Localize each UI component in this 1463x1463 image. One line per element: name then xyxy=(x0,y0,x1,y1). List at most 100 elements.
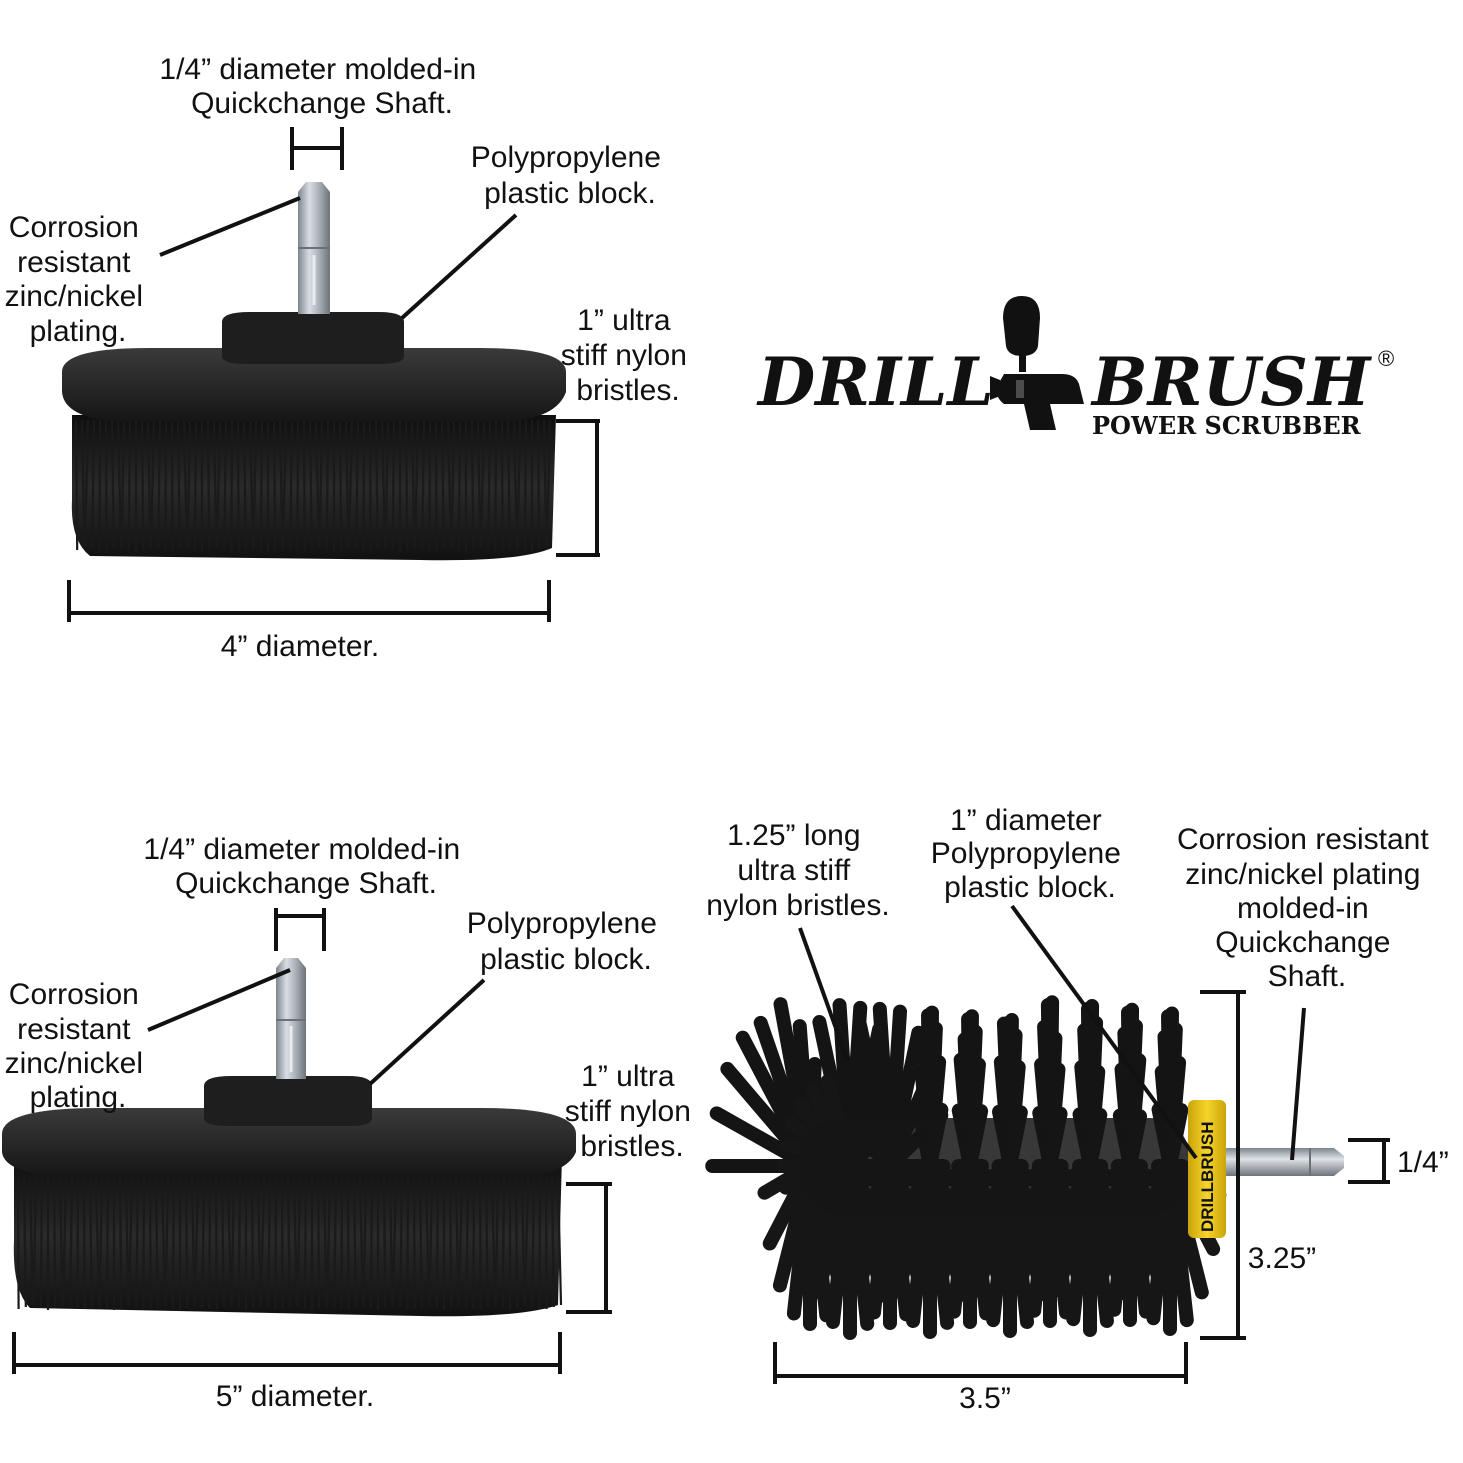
brush-round-block-label: 1” diameter Polypropylene plastic block. xyxy=(931,804,1129,904)
bristle-strand xyxy=(472,1177,476,1310)
bristle-strand xyxy=(223,419,228,550)
bristle-strand xyxy=(61,1177,68,1306)
bristle-strand xyxy=(338,419,343,551)
bristle-strand xyxy=(478,1177,482,1310)
brush-round-shaft-tip xyxy=(1296,1148,1344,1176)
bristle-strand xyxy=(412,1177,416,1310)
bristle-strand xyxy=(545,419,552,548)
bristle-strand xyxy=(69,1177,74,1308)
bristle-strand xyxy=(193,1177,200,1306)
bristle-strand xyxy=(118,1177,123,1309)
bristle-strand xyxy=(347,419,354,548)
bristle-strand xyxy=(487,419,492,550)
bristle-strand xyxy=(140,419,145,551)
brush-5in-shaft-bracket xyxy=(274,908,326,951)
bristle-strand xyxy=(418,1177,423,1308)
bristle-strand xyxy=(421,419,426,550)
bristle-strand xyxy=(142,1177,146,1310)
bristle-strand xyxy=(406,1177,410,1310)
bristle-strand xyxy=(160,1177,167,1306)
bristle-strand xyxy=(296,1177,302,1307)
brush-5in-diameter-label: 5” diameter. xyxy=(216,1380,374,1413)
bristle-strand xyxy=(91,419,96,550)
brush-4in-diameter-bracket xyxy=(67,580,551,622)
brush-5in-annotations: 1/4” diameter molded-in Quickchange Shaf… xyxy=(5,833,691,1413)
bristle-strand xyxy=(302,419,306,552)
bristle-strand xyxy=(325,1177,332,1306)
bristle-strand xyxy=(98,419,102,552)
bristle-strand xyxy=(374,419,379,550)
brush-4in-shaft-label: 1/4” diameter molded-in Quickchange Shaf… xyxy=(159,53,484,120)
bristle-strand xyxy=(344,419,350,549)
brush-4in-strands xyxy=(74,419,552,552)
bristle-strand xyxy=(506,419,511,550)
bristle-strand xyxy=(206,419,211,551)
bristle-strand xyxy=(457,1177,464,1306)
drillbrush-logo: DRILL BRUSH ® POWER SCRUBBER xyxy=(756,296,1394,440)
bristle-strand xyxy=(358,1177,365,1306)
bristle-strand xyxy=(127,419,132,551)
bristle-strand xyxy=(362,419,366,552)
bristle-strand xyxy=(465,1177,470,1308)
bristle-strand xyxy=(322,1177,328,1307)
brush-4in-block-label: Polypropylene plastic block. xyxy=(471,141,669,210)
logo-word-brush: BRUSH xyxy=(1090,343,1373,421)
bristle-strand xyxy=(352,1177,357,1308)
bristle-strand xyxy=(457,419,462,551)
bristle-strand xyxy=(556,1177,563,1306)
drill-silhouette-icon xyxy=(990,296,1084,430)
bristle-strand xyxy=(494,419,498,552)
brush-5in-disc xyxy=(2,1108,576,1178)
bristle-strand xyxy=(550,1177,555,1308)
bristle-strand xyxy=(124,1177,130,1307)
brush-4in-shaft-bracket xyxy=(290,127,344,170)
bristle-strand xyxy=(520,1177,526,1307)
bristle-strand xyxy=(110,419,115,550)
bristle-strand xyxy=(146,419,152,549)
bristle-strand xyxy=(404,419,409,551)
bristle-strand xyxy=(32,1177,38,1307)
bristle-strand xyxy=(39,1177,44,1309)
brush-4in-block-leader xyxy=(400,213,518,320)
brush-round-length-dim: 3.5” xyxy=(959,1382,1011,1415)
brush-5in-strands xyxy=(16,1177,563,1310)
bristle-strand xyxy=(98,1177,104,1307)
brush-5in-shaft-tip xyxy=(276,958,306,997)
bristle-strand xyxy=(446,419,453,548)
bristle-strand xyxy=(190,1177,196,1307)
bristle-strand xyxy=(391,1177,398,1306)
bristle-strand xyxy=(369,1177,374,1309)
brush-round-height-bracket xyxy=(1200,990,1246,1340)
brush-4in-hub xyxy=(222,312,404,364)
bristle-strand xyxy=(382,1177,387,1309)
bristle-strand xyxy=(259,419,264,551)
brush-4in-bristles xyxy=(71,415,557,561)
bristle-strand xyxy=(230,1177,236,1307)
bristle-strand xyxy=(186,419,192,549)
logo-registered-mark: ® xyxy=(1378,346,1394,371)
brush-4in-bristle-label: 1” ultra stiff nylon bristles. xyxy=(561,304,696,407)
brush-5in-shaft-label: 1/4” diameter molded-in Quickchange Shaf… xyxy=(143,833,468,900)
brush-round-core xyxy=(800,1118,1190,1214)
bristle-strand xyxy=(476,419,482,549)
bristle-strand xyxy=(127,1177,134,1306)
bristle-strand xyxy=(116,419,123,548)
bristle-strand xyxy=(120,419,126,549)
bristle-strand xyxy=(368,419,372,552)
bristle-strand xyxy=(494,1177,500,1307)
bristle-strand xyxy=(214,1177,218,1310)
bristle-strand xyxy=(500,419,504,552)
bristle-strand xyxy=(28,1177,35,1306)
bristle-strand xyxy=(308,419,313,550)
bristle-strand xyxy=(410,419,416,549)
bristle-strand xyxy=(237,1177,242,1309)
bristle-strand xyxy=(220,1177,225,1308)
bristle-strand xyxy=(380,419,387,548)
brush-round-shaft-dim: 1/4” xyxy=(1397,1146,1449,1179)
bristle-strand xyxy=(292,1177,299,1306)
bristle-strand xyxy=(484,1177,489,1308)
bristle-strand xyxy=(435,1177,440,1309)
brush-4in-plating-leader xyxy=(159,196,301,257)
bristle-strand xyxy=(164,419,168,552)
